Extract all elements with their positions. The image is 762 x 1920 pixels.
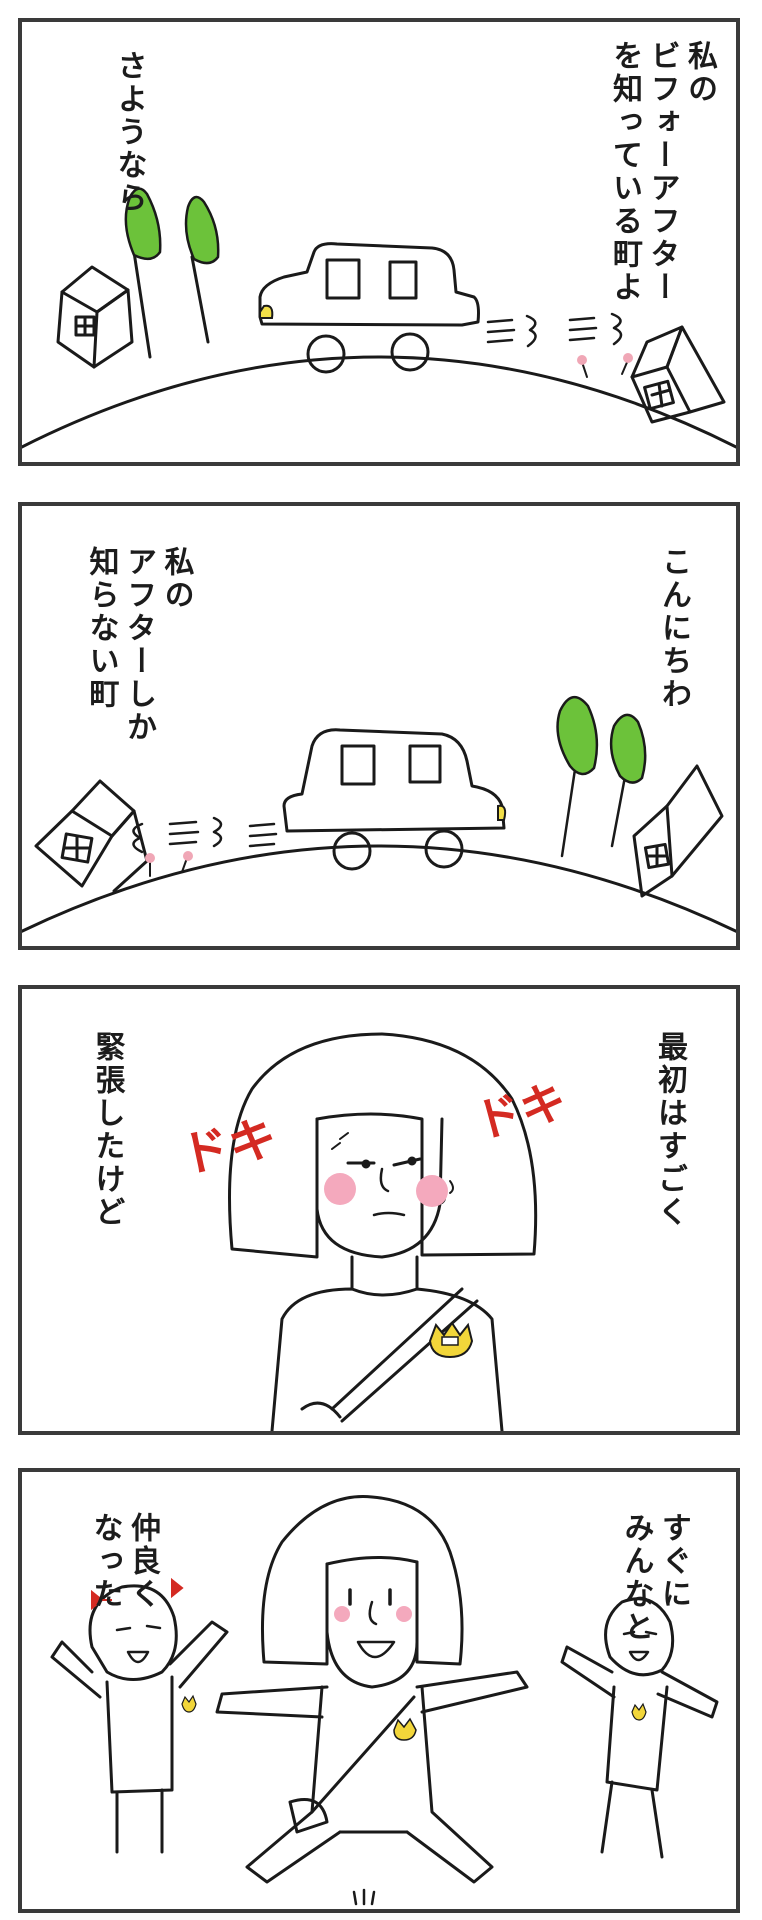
house-left-icon <box>34 779 149 893</box>
panel-4-illustration <box>50 1495 719 1906</box>
comic-panel-4: すぐに みんなと 仲良く なった <box>18 1468 740 1913</box>
bow-right-icon <box>171 1577 184 1599</box>
tree-trunk-2 <box>190 255 210 344</box>
right-girl-head <box>604 1597 675 1677</box>
narration-right: 最初はすごく <box>652 1031 687 1229</box>
narration-right: すぐに みんなと <box>618 1512 692 1644</box>
bag-strap <box>310 1695 416 1814</box>
tree-trunk-1 <box>132 250 152 359</box>
nose <box>379 1167 390 1193</box>
bow-left-icon <box>91 1589 112 1611</box>
panel-3-illustration <box>228 1032 538 1431</box>
bag-strap <box>330 1287 479 1423</box>
blush-left <box>324 1173 356 1205</box>
flower-icon <box>623 353 633 363</box>
headlight-icon <box>259 304 274 319</box>
panel-2-illustration <box>22 696 736 933</box>
flower-icon <box>145 853 155 863</box>
tree-icon <box>184 195 220 265</box>
face-outline <box>315 1117 444 1259</box>
main-girl-hair <box>261 1495 464 1666</box>
tree-icon <box>556 696 599 776</box>
panel-1-illustration <box>22 187 736 449</box>
house-right-icon <box>632 764 724 898</box>
comic-panel-1: 私の ビフォーアフター を知っている町よ さようなら <box>18 18 740 466</box>
house-left-icon <box>56 265 134 369</box>
narration-left: 私の アフターしか 知らない町 <box>83 546 194 744</box>
comic-panel-3: 最初はすごく 緊張したけど ドキ ドキ <box>18 985 740 1435</box>
flower-icon <box>183 851 193 861</box>
car-icon <box>282 728 506 871</box>
body-outline <box>270 1287 504 1431</box>
badge-icon <box>393 1717 417 1741</box>
comic-panel-2: こんにちわ 私の アフターしか 知らない町 <box>18 502 740 950</box>
tree-icon <box>124 187 162 261</box>
hill-outline <box>22 355 736 449</box>
exhaust-lines <box>486 312 623 348</box>
badge-icon <box>181 1694 197 1713</box>
narration-left: さようなら <box>111 50 147 215</box>
flower-icon <box>577 355 587 365</box>
mouth <box>372 1211 406 1217</box>
hair-outline <box>228 1032 538 1259</box>
narration-right: 私の ビフォーアフター を知っている町よ <box>607 40 717 304</box>
blush-right <box>416 1175 448 1207</box>
car-icon <box>258 242 480 374</box>
house-right-icon <box>630 325 726 424</box>
headlight-icon <box>497 804 507 821</box>
hill-outline <box>22 844 736 933</box>
narration-left: 緊張したけど <box>89 1031 125 1229</box>
badge-icon <box>631 1702 647 1721</box>
narration-right: こんにちわ <box>656 546 691 711</box>
narration-left: 仲良く なった <box>87 1512 161 1611</box>
tree-icon <box>609 713 647 784</box>
exhaust-lines <box>132 816 278 854</box>
